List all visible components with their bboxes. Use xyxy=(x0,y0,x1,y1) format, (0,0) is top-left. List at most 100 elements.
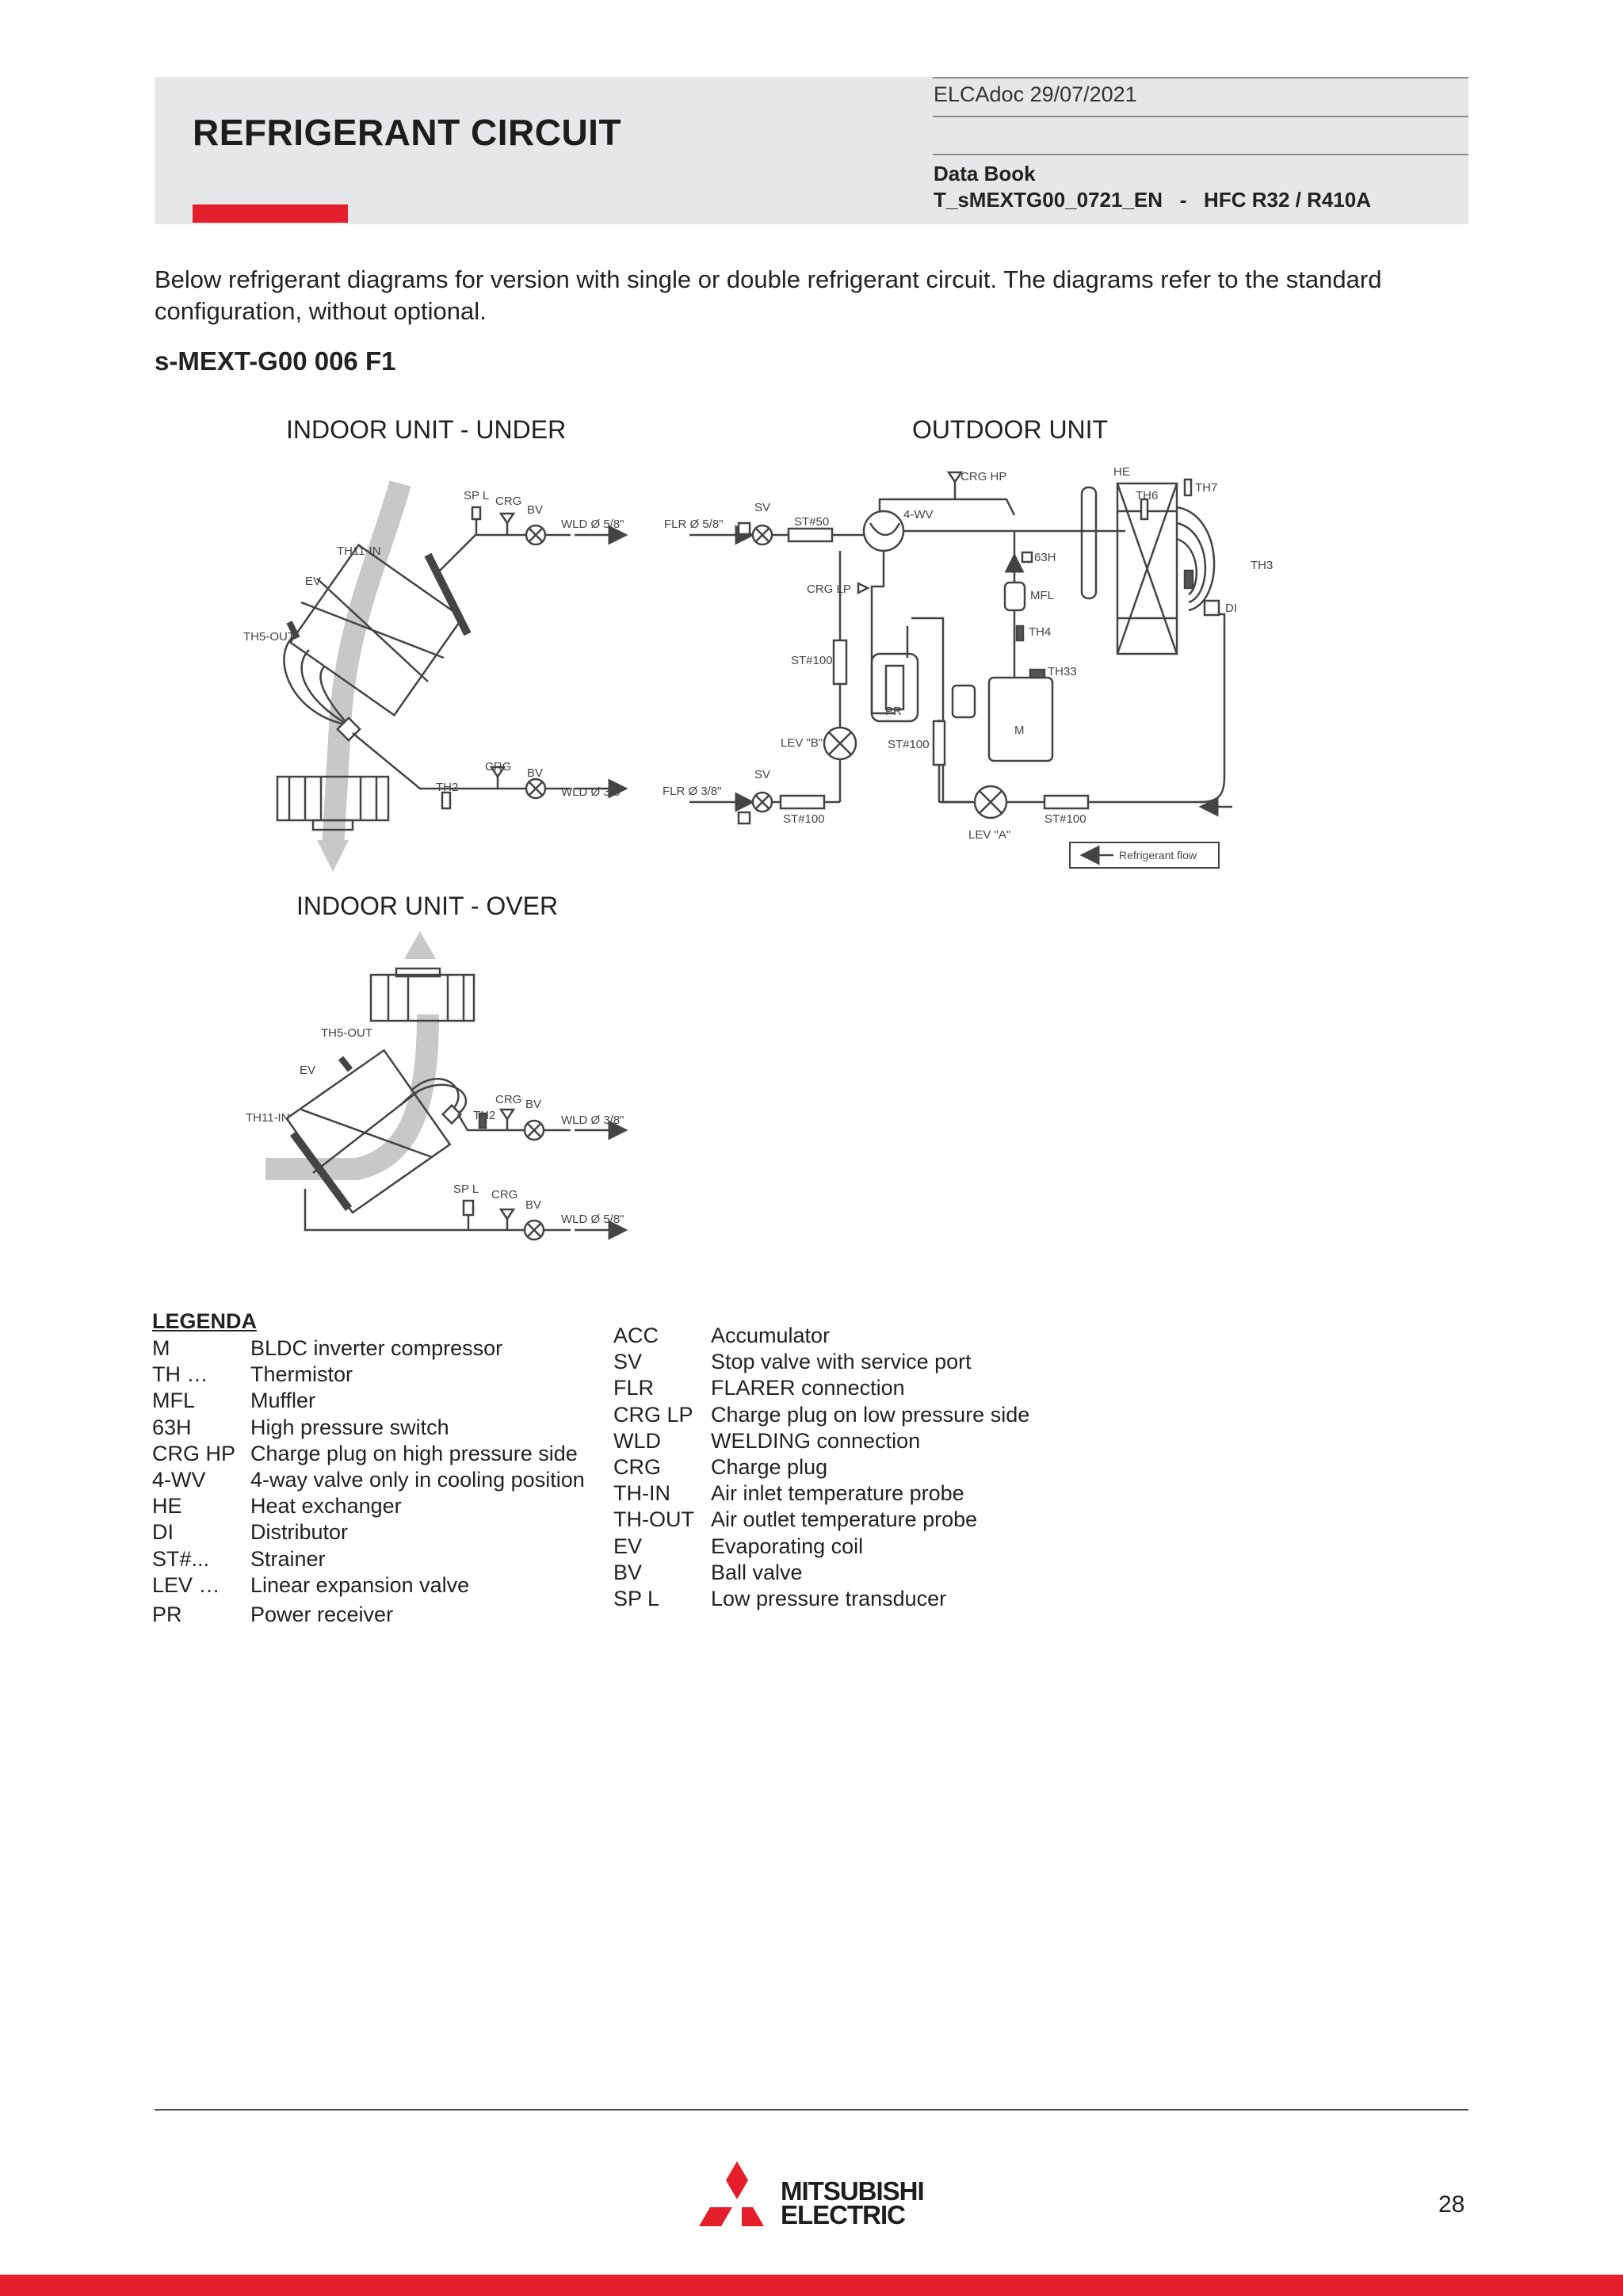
intro-paragraph: Below refrigerant diagrams for version w… xyxy=(155,266,1382,325)
evaporating-coil xyxy=(288,543,472,717)
label-spl: SP L xyxy=(464,489,489,502)
legend-value: High pressure switch xyxy=(250,1415,449,1439)
compressor xyxy=(987,676,1054,762)
legend-key: CRG LP xyxy=(613,1402,693,1427)
label-spl: SP L xyxy=(453,1182,479,1196)
legend-key: MFL xyxy=(152,1389,195,1413)
label-wld38: WLD Ø 3/8" xyxy=(561,1114,624,1127)
label-flr38: FLR Ø 3/8" xyxy=(663,785,722,798)
four-way-valve xyxy=(862,510,905,552)
fan xyxy=(369,973,475,1022)
book-code: T_sMEXTG00_0721_EN - HFC R32 / R410A xyxy=(934,188,1372,212)
airflow-arrow-icon xyxy=(317,840,349,872)
legend-value: Charge plug on high pressure side xyxy=(250,1441,578,1465)
label-th3: TH3 xyxy=(1251,559,1273,572)
legend-key: SV xyxy=(613,1350,643,1374)
label-th11in: TH11-IN xyxy=(246,1111,290,1125)
label-st100: ST#100 xyxy=(783,812,825,826)
label-flr58: FLR Ø 5/8" xyxy=(664,518,724,531)
label-crg: CRG xyxy=(495,1093,521,1106)
coil-tube xyxy=(283,632,349,727)
label-bv: BV xyxy=(527,503,543,517)
label-wld58: WLD Ø 5/8" xyxy=(561,1213,624,1226)
label-crg: CRG xyxy=(491,1188,517,1201)
airflow-band xyxy=(322,480,411,849)
muffler xyxy=(1003,581,1026,612)
doc-date: ELCAdoc 29/07/2021 xyxy=(934,82,1137,106)
brand-logo-text: MITSUBISHI ELECTRIC xyxy=(781,2176,925,2229)
label-refrigerant-flow: Refrigerant flow xyxy=(1119,849,1197,861)
book-label: Data Book xyxy=(934,162,1036,185)
bottom-accent-bar xyxy=(0,2275,1623,2296)
label-wld38: WLD Ø 3/8" xyxy=(561,785,624,799)
model-heading: s-MEXT-G00 006 F1 xyxy=(155,346,396,376)
legend-value: 4-way valve only in cooling position xyxy=(250,1468,585,1492)
header-rule xyxy=(933,154,1468,155)
legend-value: Low pressure transducer xyxy=(711,1587,947,1610)
brand-line-2: ELECTRIC xyxy=(781,2200,906,2229)
label-levb: LEV "B" xyxy=(781,736,823,750)
label-crg: CRG xyxy=(495,495,521,508)
legend-value: Air outlet temperature probe xyxy=(711,1507,978,1532)
legend-value: WELDING connection xyxy=(711,1428,921,1453)
label-bv: BV xyxy=(525,1198,541,1212)
indoor-over-heading: INDOOR UNIT - OVER xyxy=(296,892,559,920)
legend-value: Air inlet temperature probe xyxy=(711,1481,964,1506)
legend-value: Evaporating coil xyxy=(711,1534,864,1558)
label-bv: BV xyxy=(527,766,543,780)
label-th33: TH33 xyxy=(1048,665,1077,678)
strainer xyxy=(787,527,834,543)
distributor xyxy=(1203,599,1220,617)
label-m: M xyxy=(1014,724,1025,737)
legend-key: WLD xyxy=(613,1428,661,1453)
header-rule xyxy=(933,77,1468,78)
legend-key: LEV … xyxy=(152,1572,220,1597)
brand-line-1: MITSUBISHI xyxy=(781,2176,925,2206)
label-th5out: TH5-OUT xyxy=(243,630,295,644)
label-crghp: CRG HP xyxy=(960,470,1006,483)
label-ev: EV xyxy=(300,1064,315,1077)
legend-key: ACC xyxy=(613,1324,659,1347)
outdoor-heading: OUTDOOR UNIT xyxy=(912,415,1109,444)
legend-value: Linear expansion valve xyxy=(250,1572,470,1597)
page-number: 28 xyxy=(1438,2191,1465,2218)
label-th4: TH4 xyxy=(1029,625,1051,639)
legend-key: CRG xyxy=(613,1455,661,1479)
label-crg: CRG xyxy=(485,760,511,774)
header-band xyxy=(155,77,1468,224)
label-th7: TH7 xyxy=(1195,481,1217,495)
label-leva: LEV "A" xyxy=(968,828,1010,842)
power-receiver xyxy=(870,652,919,723)
legend-key: ST#... xyxy=(152,1546,210,1571)
accumulator xyxy=(951,684,976,719)
legend-key: FLR xyxy=(613,1376,655,1400)
label-pr: PR xyxy=(885,705,902,718)
legend-value: Stop valve with service port xyxy=(711,1350,972,1374)
label-crglp: CRG LP xyxy=(807,583,851,596)
legend-key: SP L xyxy=(613,1587,660,1610)
label-63h: 63H xyxy=(1034,551,1056,564)
legend-key: DI xyxy=(152,1520,174,1545)
label-wld58: WLD Ø 5/8" xyxy=(561,518,624,531)
legend-value: FLARER connection xyxy=(711,1376,905,1400)
legend-value: Heat exchanger xyxy=(250,1494,402,1519)
label-mfl: MFL xyxy=(1030,589,1054,602)
heat-exchanger xyxy=(1116,482,1178,655)
label-ev: EV xyxy=(305,575,321,588)
th5-sensor xyxy=(286,621,300,640)
legend-key: HE xyxy=(152,1494,182,1519)
legend-value: Ball valve xyxy=(711,1560,803,1584)
label-4wv: 4-WV xyxy=(903,508,934,521)
three-diamonds-icon xyxy=(699,2161,764,2226)
label-st100: ST#100 xyxy=(888,738,930,751)
label-sv: SV xyxy=(754,501,770,514)
legend-title: LEGENDA xyxy=(152,1309,258,1333)
label-di: DI xyxy=(1225,602,1237,615)
label-th2: TH2 xyxy=(436,781,458,794)
legend-key: TH-OUT xyxy=(613,1507,694,1532)
label-bv: BV xyxy=(525,1098,541,1111)
footer-rule xyxy=(155,2109,1468,2111)
legend-value: BLDC inverter compressor xyxy=(250,1336,503,1360)
fan-grille xyxy=(1080,486,1098,600)
legend-value: Muffler xyxy=(250,1389,316,1413)
